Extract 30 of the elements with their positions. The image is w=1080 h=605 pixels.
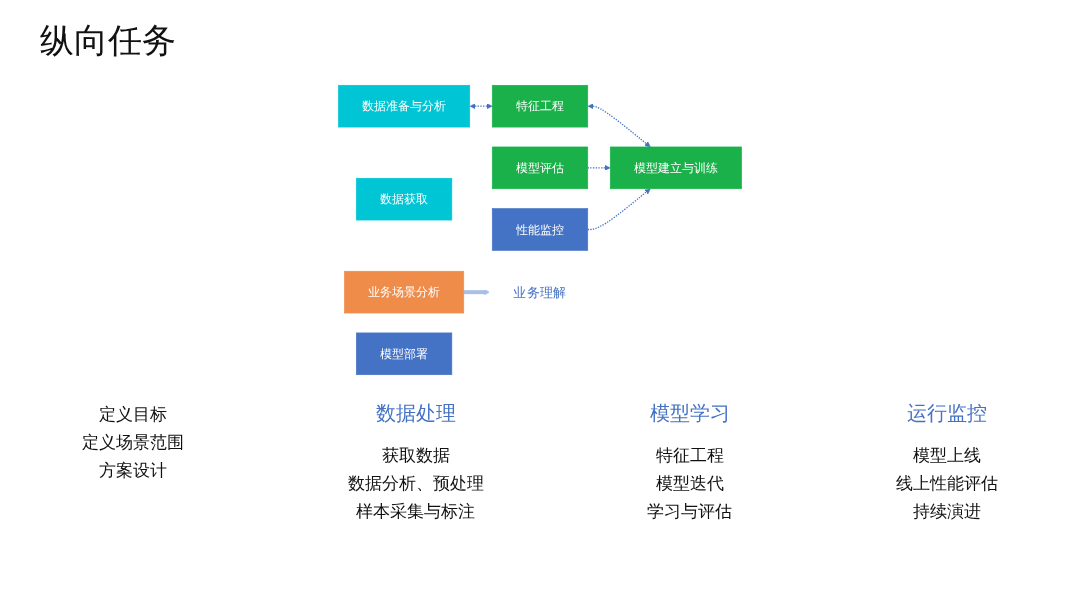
node-box: 特征工程 [491, 84, 589, 128]
list-item: 定义目标 [97, 403, 168, 426]
list-item: 线上性能评估 [896, 472, 999, 495]
node-box: 模型建立与训练 [609, 146, 742, 190]
arrow [469, 103, 493, 110]
arrow [587, 103, 651, 148]
list-item: 学习与评估 [647, 500, 733, 523]
node-box: 数据准备与分析 [338, 84, 471, 128]
list-item: 数据分析、预处理 [347, 472, 484, 495]
node-box: 数据获取 [356, 177, 453, 221]
list-item: 方案设计 [97, 459, 168, 482]
list-item: 定义场景范围 [81, 431, 184, 454]
node-text: 业务理解 [513, 284, 567, 301]
arrow [587, 164, 611, 171]
list-item: 获取数据 [380, 444, 451, 467]
section-heading: 运行监控 [906, 400, 989, 427]
section-heading: 模型学习 [648, 400, 731, 427]
node-box: 模型评估 [491, 146, 589, 190]
title: 纵向任务 [40, 19, 176, 62]
list-item: 模型迭代 [654, 472, 725, 495]
node-box: 性能监控 [491, 208, 589, 251]
list-item: 特征工程 [654, 444, 725, 467]
list-item: 持续演进 [912, 500, 983, 523]
node-box: 模型部署 [356, 332, 453, 376]
arrow [463, 289, 490, 296]
list-item: 模型上线 [912, 444, 983, 467]
section-heading: 数据处理 [374, 400, 457, 427]
list-item: 样本采集与标注 [355, 500, 477, 523]
node-box: 业务场景分析 [344, 270, 465, 314]
arrow [587, 188, 651, 231]
